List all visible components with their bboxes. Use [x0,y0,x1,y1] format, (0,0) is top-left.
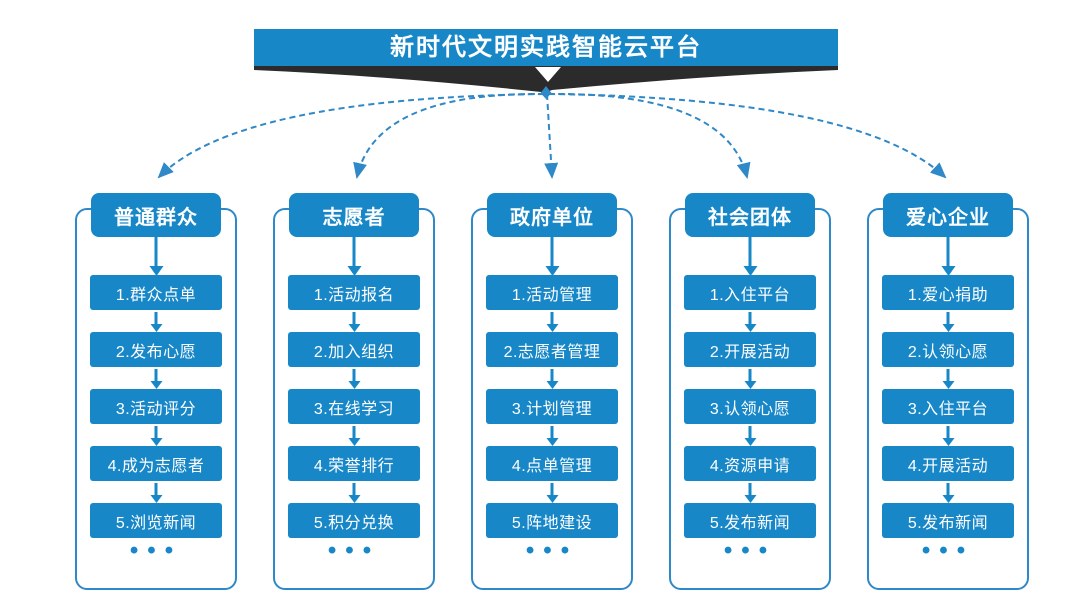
down-arrow-icon [946,426,950,438]
step-box: 3.认领心愿 [684,389,816,424]
step-box: 1.活动报名 [288,275,420,310]
step-box: 1.群众点单 [90,275,222,310]
platform-title-banner: 新时代文明实践智能云平台 [254,29,838,66]
down-arrow-icon [946,369,950,381]
step-box: 4.资源申请 [684,446,816,481]
step-box: 1.爱心捐助 [882,275,1014,310]
step-box: 2.认领心愿 [882,332,1014,367]
down-arrow-icon [748,369,752,381]
step-box: 2.开展活动 [684,332,816,367]
down-arrow-icon [352,483,356,495]
step-box: 4.开展活动 [882,446,1014,481]
down-arrow-icon [154,237,158,266]
ellipsis-more: ••• [327,537,381,564]
down-arrow-icon [550,426,554,438]
column-volunteers: 志愿者 1.活动报名 2.加入组织 3.在线学习 4.荣誉排行 5.积分兑换 •… [273,185,435,603]
down-arrow-icon [550,483,554,495]
hub-diamond-icon [540,86,552,99]
down-arrow-icon [154,483,158,495]
ellipsis-more: ••• [921,537,975,564]
step-box: 5.浏览新闻 [90,503,222,538]
down-arrow-icon [550,237,554,266]
step-box: 3.计划管理 [486,389,618,424]
ellipsis-more: ••• [525,537,579,564]
fan-connector-4 [547,92,751,179]
down-arrow-icon [748,426,752,438]
step-box: 5.发布新闻 [684,503,816,538]
down-arrow-icon [154,312,158,324]
down-arrow-icon [748,312,752,324]
fan-connector-1 [157,93,545,179]
down-arrow-icon [946,312,950,324]
ellipsis-more: ••• [129,537,183,564]
fan-connector-3 [544,93,559,179]
down-arrow-icon [748,237,752,266]
column-header: 政府单位 [487,193,617,237]
banner-down-arrow-icon [535,67,561,82]
step-box: 2.加入组织 [288,332,420,367]
column-header: 志愿者 [289,193,419,237]
step-box: 4.成为志愿者 [90,446,222,481]
column-header: 社会团体 [685,193,815,237]
step-box: 5.发布新闻 [882,503,1014,538]
column-government-units: 政府单位 1.活动管理 2.志愿者管理 3.计划管理 4.点单管理 5.阵地建设… [471,185,633,603]
step-box: 1.入住平台 [684,275,816,310]
down-arrow-icon [352,426,356,438]
down-arrow-icon [550,312,554,324]
column-social-organizations: 社会团体 1.入住平台 2.开展活动 3.认领心愿 4.资源申请 5.发布新闻 … [669,185,831,603]
down-arrow-icon [550,369,554,381]
column-header: 爱心企业 [883,193,1013,237]
column-header: 普通群众 [91,193,221,237]
down-arrow-icon [946,483,950,495]
down-arrow-icon [352,369,356,381]
down-arrow-icon [352,237,356,266]
column-caring-enterprises: 爱心企业 1.爱心捐助 2.认领心愿 3.入住平台 4.开展活动 5.发布新闻 … [867,185,1029,603]
down-arrow-icon [154,369,158,381]
fan-connector-2 [353,92,546,179]
ellipsis-more: ••• [723,537,777,564]
down-arrow-icon [946,237,950,266]
down-arrow-icon [748,483,752,495]
step-box: 5.阵地建设 [486,503,618,538]
step-box: 4.荣誉排行 [288,446,420,481]
fan-connector-5 [548,93,947,179]
column-general-public: 普通群众 1.群众点单 2.发布心愿 3.活动评分 4.成为志愿者 5.浏览新闻… [75,185,237,603]
banner-wedge [254,64,838,93]
step-box: 2.发布心愿 [90,332,222,367]
down-arrow-icon [352,312,356,324]
step-box: 3.在线学习 [288,389,420,424]
step-box: 3.活动评分 [90,389,222,424]
down-arrow-icon [154,426,158,438]
step-box: 1.活动管理 [486,275,618,310]
step-box: 5.积分兑换 [288,503,420,538]
step-box: 4.点单管理 [486,446,618,481]
step-box: 2.志愿者管理 [486,332,618,367]
step-box: 3.入住平台 [882,389,1014,424]
